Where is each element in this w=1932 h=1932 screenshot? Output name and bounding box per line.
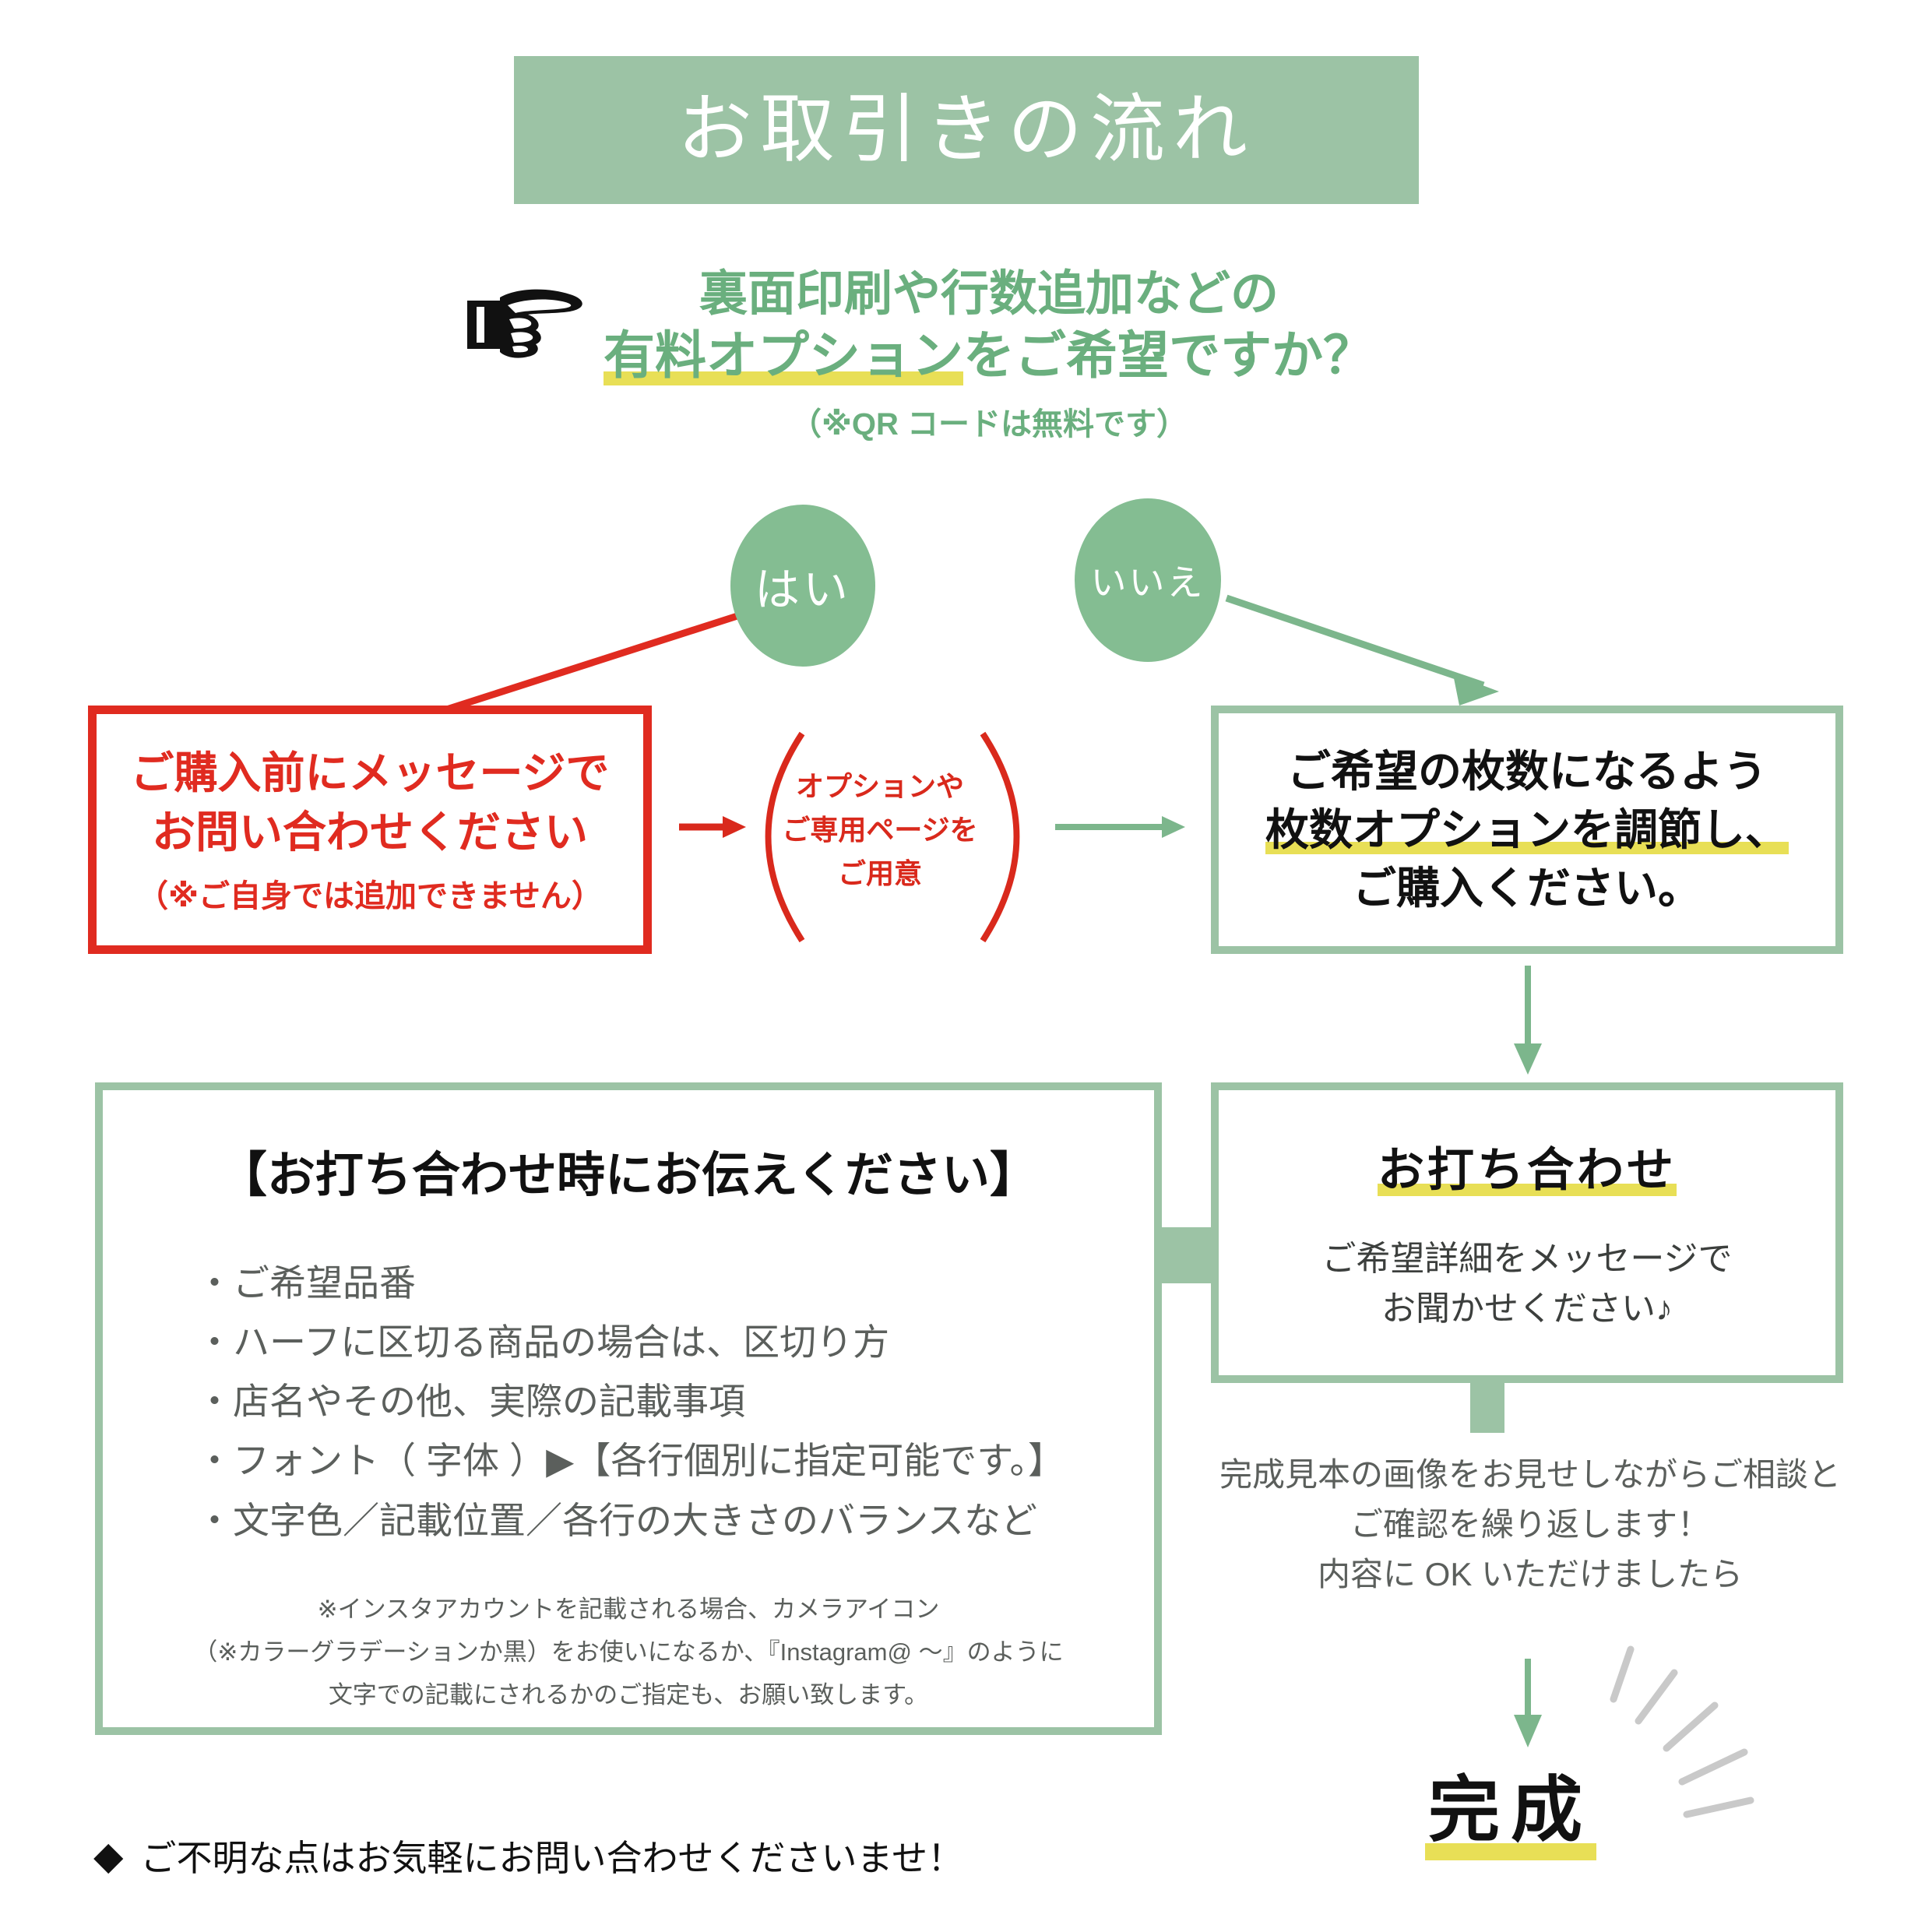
decision-yes-label: はい xyxy=(754,565,851,615)
footer-line: ◆ ご不明な点はお気軽にお問い合わせくださいませ！ xyxy=(93,1830,1184,1881)
meeting-checklist-note: ※インスタアカウントを記載される場合、カメラアイコン （※カラーグラデーションか… xyxy=(103,1588,1154,1717)
question-note: （※QR コードは無料です） xyxy=(790,407,1188,442)
green-box-line-1: ご希望の枚数になるよう xyxy=(1287,746,1767,796)
after-meeting-line-1: 完成見本の画像をお見せしながらご相談と xyxy=(1219,1456,1841,1493)
decision-circle-yes[interactable]: はい xyxy=(730,505,875,667)
green-box-line-2: 枚数オプションを調節し、 xyxy=(1265,801,1789,859)
paren-note-line-2: ご専用ページを xyxy=(782,813,978,846)
green-box-line-3: ご購入ください。 xyxy=(1353,864,1701,913)
after-meeting-text: 完成見本の画像をお見せしながらご相談と ご確認を繰り返します！ 内容に OK い… xyxy=(1191,1450,1869,1599)
meeting-checklist-title: 【お打ち合わせ時にお伝えください】 xyxy=(218,1149,1039,1202)
list-item: ・ご希望品番 xyxy=(196,1262,416,1304)
box-connector-tab xyxy=(1470,1383,1504,1433)
red-box-note: （※ご自身では追加できません） xyxy=(137,878,603,913)
question-highlight: 有料オプション xyxy=(604,326,963,385)
question-line-1: 裏面印刷や行数追加などの xyxy=(699,267,1279,321)
meeting-sub-line-2: お聞かせください♪ xyxy=(1381,1289,1673,1328)
list-item: ・店名やその他、実際の記載事項 xyxy=(196,1381,745,1423)
after-meeting-line-2: ご確認を繰り返します！ xyxy=(1350,1505,1710,1543)
list-item: ・ハーフに区切る商品の場合は、区切り方 xyxy=(196,1321,890,1364)
paren-note-line-3: ご用意 xyxy=(837,857,922,889)
red-box-line-1: ご購入前にメッセージで xyxy=(130,748,610,798)
meeting-checklist-box: 【お打ち合わせ時にお伝えください】 ・ご希望品番 ・ハーフに区切る商品の場合は、… xyxy=(95,1082,1162,1735)
after-meeting-line-3: 内容に OK いただけましたら xyxy=(1317,1555,1744,1592)
pointing-hand-icon xyxy=(461,274,593,375)
red-warning-box: ご購入前にメッセージで お問い合わせください （※ご自身では追加できません） xyxy=(88,706,652,954)
green-box-highlight: 枚数オプションを調節し、 xyxy=(1265,804,1789,854)
footer-text: ご不明な点はお気軽にお問い合わせくださいませ！ xyxy=(140,1838,964,1878)
green-connector-arrow xyxy=(1055,816,1185,838)
green-purchase-box: ご希望の枚数になるよう 枚数オプションを調節し、 ご購入ください。 xyxy=(1211,706,1843,954)
list-item: ・フォント（ 字体 ）▶【各行個別に指定可能です。】 xyxy=(196,1440,1065,1482)
paren-note-group: オプションや ご専用ページを ご用意 xyxy=(744,724,1016,934)
red-connector-arrow xyxy=(679,816,746,838)
finish-block: 完成 xyxy=(1394,1752,1628,1860)
meeting-title-highlight: お打ち合わせ xyxy=(1378,1143,1677,1196)
paren-note-line-1: オプションや xyxy=(795,770,964,802)
meeting-sub-line-1: ご希望詳細をメッセージで xyxy=(1321,1239,1733,1278)
question-block: 裏面印刷や行数追加などの 有料オプションをご希望ですか？ （※QR コードは無料… xyxy=(592,265,1386,444)
decision-no-label: いいえ xyxy=(1090,562,1205,603)
question-line-2-rest: をご希望ですか？ xyxy=(963,326,1374,384)
meeting-note-line-2: （※カラーグラデーションか黒）をお使いになるか、『Instagram@ ～』のよ… xyxy=(193,1638,1064,1666)
question-line-2: 有料オプションをご希望ですか？ xyxy=(592,324,1386,387)
meeting-box-title: お打ち合わせ xyxy=(1378,1132,1677,1200)
meeting-note-line-3: 文字での記載にされるかのご指定も、お願い致します。 xyxy=(328,1680,929,1709)
box-connector-bar xyxy=(1153,1227,1213,1283)
no-branch-arrow xyxy=(1225,594,1499,706)
meeting-box-subtext: ご希望詳細をメッセージで お聞かせください♪ xyxy=(1321,1234,1732,1334)
meeting-box: お打ち合わせ ご希望詳細をメッセージで お聞かせください♪ xyxy=(1211,1082,1843,1383)
red-box-line-2: お問い合わせください xyxy=(152,807,588,857)
green-down-arrow-1 xyxy=(1514,966,1542,1075)
diamond-icon: ◆ xyxy=(93,1834,124,1877)
header-banner: お取引きの流れ xyxy=(514,56,1419,204)
page-title: お取引きの流れ xyxy=(677,88,1255,171)
meeting-checklist-items: ・ご希望品番 ・ハーフに区切る商品の場合は、区切り方 ・店名やその他、実際の記載… xyxy=(196,1254,1154,1550)
green-down-arrow-2 xyxy=(1514,1659,1542,1747)
list-item: ・文字色／記載位置／各行の大きさのバランスなど xyxy=(196,1499,1038,1541)
meeting-note-line-1: ※インスタアカウントを記載される場合、カメラアイコン xyxy=(317,1595,940,1623)
decision-circle-no[interactable]: いいえ xyxy=(1075,498,1221,662)
finish-label: 完成 xyxy=(1424,1752,1596,1860)
burst-lines-icon xyxy=(1610,1645,1754,1818)
